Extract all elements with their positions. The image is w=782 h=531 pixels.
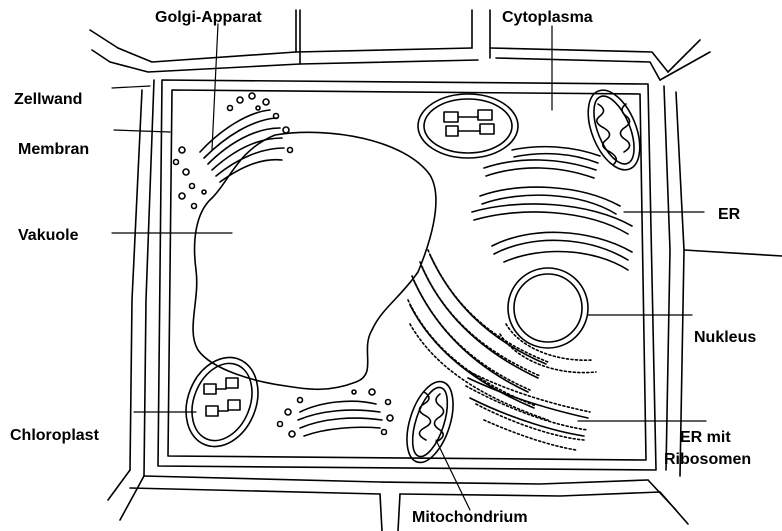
leader-mitochondrion (436, 440, 470, 510)
label-chloroplast: Chloroplast (10, 426, 99, 445)
label-er: ER (718, 205, 740, 224)
smooth-er (472, 147, 632, 270)
leader-cell-wall (112, 86, 150, 88)
nucleus-shape (508, 268, 588, 348)
chloroplast-top (418, 94, 518, 158)
mitochondrion-bottom (398, 376, 462, 468)
chloroplast-bottom (173, 347, 271, 458)
label-mitochondrion: Mitochondrium (412, 508, 528, 527)
vacuole-shape (193, 132, 436, 389)
label-golgi: Golgi-Apparat (155, 8, 262, 27)
label-cytoplasm: Cytoplasma (502, 8, 593, 27)
label-nucleus: Nukleus (694, 328, 756, 347)
leader-golgi (212, 24, 218, 150)
label-membrane: Membran (18, 140, 89, 159)
golgi-apparatus-bottom (278, 389, 394, 437)
label-vacuole: Vakuole (18, 226, 78, 245)
label-rough-er-line2: Ribosomen (664, 450, 751, 469)
label-cell-wall: Zellwand (14, 90, 82, 109)
cell-membrane-outline (158, 80, 656, 470)
label-rough-er-line1: ER mit (680, 428, 731, 447)
golgi-apparatus-top (174, 93, 293, 209)
